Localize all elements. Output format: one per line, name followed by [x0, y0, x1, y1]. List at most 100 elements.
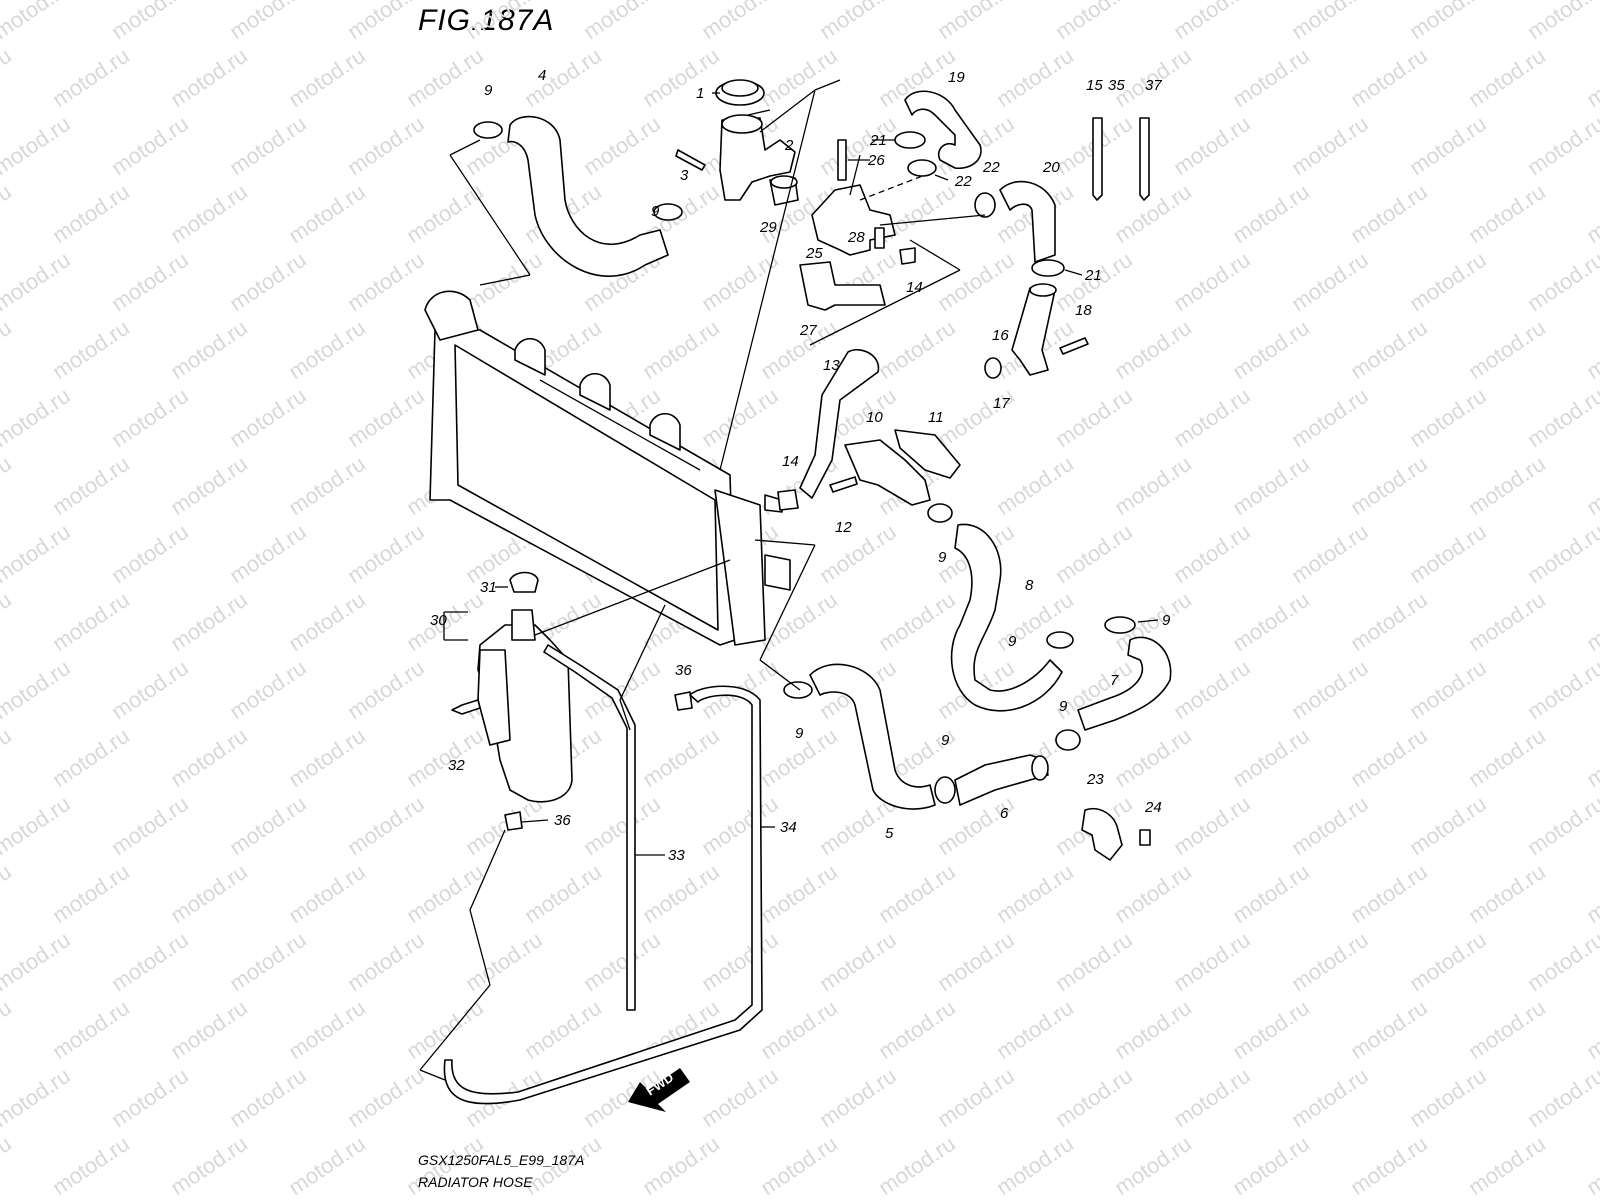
clip-36-a [674, 691, 693, 711]
watermark-text: motod.ru [1169, 111, 1255, 180]
fwd-arrow: FWD [628, 1068, 690, 1112]
bolt-28 [874, 227, 885, 249]
watermark-text: motod.ru [1523, 519, 1600, 588]
watermark-text: motod.ru [1169, 655, 1255, 724]
watermark-text: motod.ru [874, 315, 960, 384]
callout-9-b: 9 [651, 203, 660, 220]
callout-33: 33 [668, 847, 685, 864]
callout-12: 12 [835, 519, 852, 536]
callout-17: 17 [993, 395, 1010, 412]
watermark-text: motod.ru [461, 0, 547, 44]
watermark-text: motod.ru [284, 179, 370, 248]
watermark-text: motod.ru [343, 927, 429, 996]
watermark-text: motod.ru [0, 927, 75, 996]
watermark-text: motod.ru [166, 995, 252, 1064]
watermark-text: motod.ru [1405, 0, 1491, 44]
watermark-text: motod.ru [1464, 179, 1550, 248]
callout-29: 29 [759, 219, 777, 236]
watermark-text: motod.ru [107, 927, 193, 996]
callout-24: 24 [1144, 799, 1162, 816]
watermark-text: motod.ru [48, 1131, 134, 1200]
watermark-text: motod.ru [1169, 519, 1255, 588]
watermark-text: motod.ru [756, 995, 842, 1064]
watermark-text: motod.ru [697, 791, 783, 860]
watermark-text: motod.ru [1582, 451, 1600, 520]
watermark-text: motod.ru [933, 927, 1019, 996]
watermark-text: motod.ru [1582, 723, 1600, 792]
callout-8: 8 [1025, 577, 1034, 594]
hose-13 [799, 348, 880, 499]
watermark-text: motod.ru [1110, 995, 1196, 1064]
watermark-text: motod.ru [1464, 451, 1550, 520]
watermark-text: motod.ru [1582, 587, 1600, 656]
watermark-text: motod.ru [1464, 859, 1550, 928]
watermark-text: motod.ru [343, 383, 429, 452]
callout-18: 18 [1075, 302, 1092, 319]
watermark-text: motod.ru [0, 655, 75, 724]
watermark-text: motod.ru [166, 723, 252, 792]
watermark-text: motod.ru [1228, 1131, 1314, 1200]
watermark-text: motod.ru [815, 1063, 901, 1132]
callout-36-b: 36 [554, 812, 571, 829]
watermark-text: motod.ru [1523, 927, 1600, 996]
gasket-11 [894, 429, 961, 479]
watermark-text: motod.ru [1582, 995, 1600, 1064]
watermark-text: motod.ru [579, 0, 665, 44]
watermark-text: motod.ru [1405, 519, 1491, 588]
watermark-text: motod.ru [1405, 1063, 1491, 1132]
watermark-text: motod.ru [284, 451, 370, 520]
callout-4: 4 [538, 67, 546, 84]
hose-33 [543, 644, 636, 1011]
watermark-text: motod.ru [402, 43, 488, 112]
watermark-text: motod.ru [1405, 111, 1491, 180]
callout-11: 11 [928, 409, 944, 426]
watermark-text: motod.ru [1346, 1131, 1432, 1200]
watermark-text: motod.ru [1051, 519, 1137, 588]
drawing-code: GSX1250FAL5_E99_187A [418, 1152, 585, 1168]
watermark-text: motod.ru [1346, 315, 1432, 384]
watermark-text: motod.ru [1051, 927, 1137, 996]
tie-strap-15 [1092, 117, 1103, 201]
watermark-text: motod.ru [166, 1131, 252, 1200]
watermark-text: motod.ru [1287, 0, 1373, 44]
watermark-text: motod.ru [638, 859, 724, 928]
watermark-text: motod.ru [1582, 1131, 1600, 1200]
o-ring-17 [984, 357, 1002, 379]
watermark-text: motod.ru [461, 247, 547, 316]
watermark-text: motod.ru [1523, 791, 1600, 860]
watermark-text: motod.ru [343, 1063, 429, 1132]
watermark-text: motod.ru [1228, 43, 1314, 112]
watermark-text: motod.ru [1464, 723, 1550, 792]
watermark-text: motod.ru [1287, 247, 1373, 316]
watermark-text: motod.ru [697, 0, 783, 44]
callout-19: 19 [948, 69, 965, 86]
watermark-text: motod.ru [166, 315, 252, 384]
callout-21-b: 21 [1084, 267, 1102, 284]
water-inlet-10 [844, 439, 931, 506]
watermark-text: motod.ru [638, 315, 724, 384]
callout-10: 10 [866, 409, 883, 426]
clip-14-a [899, 247, 916, 265]
watermark-text: motod.ru [1051, 1063, 1137, 1132]
watermark-text: motod.ru [48, 43, 134, 112]
watermark-text: motod.ru [284, 315, 370, 384]
watermark-text: motod.ru [1110, 723, 1196, 792]
watermark-text: motod.ru [0, 315, 16, 384]
watermark-text: motod.ru [107, 655, 193, 724]
watermark-text: motod.ru [0, 111, 75, 180]
hose-34 [443, 685, 763, 1105]
hose-7 [1077, 636, 1172, 731]
watermark-text: motod.ru [166, 179, 252, 248]
callout-30: 30 [430, 612, 447, 629]
bolt-24 [1139, 829, 1151, 846]
watermark-text: motod.ru [1523, 111, 1600, 180]
watermark-text: motod.ru [1464, 1131, 1550, 1200]
callout-37: 37 [1145, 77, 1162, 94]
watermark-text: motod.ru [1405, 791, 1491, 860]
watermark-text: motod.ru [1405, 655, 1491, 724]
callout-27: 27 [799, 322, 817, 339]
watermark-text: motod.ru [1228, 587, 1314, 656]
callout-9-d: 9 [1008, 633, 1017, 650]
watermark-text: motod.ru [48, 859, 134, 928]
